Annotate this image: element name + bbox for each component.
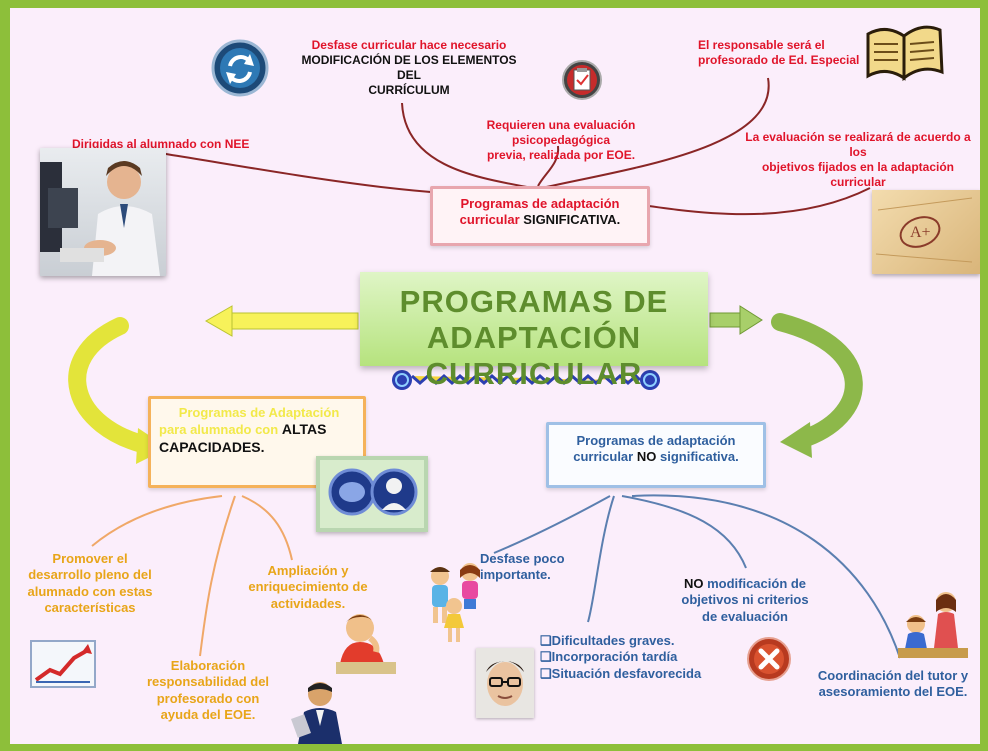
main-title-line1: PROGRAMAS DE ADAPTACIÓN xyxy=(399,284,669,355)
main-title-line2: CURRICULAR xyxy=(425,356,643,391)
right-curve-arrowhead xyxy=(780,422,812,458)
brain-head-icon xyxy=(316,456,428,532)
causes-list: ❏Dificultades graves. ❏Incorporación tar… xyxy=(540,633,701,682)
student-photo xyxy=(40,148,166,276)
right-arrow-shaft xyxy=(709,312,741,328)
open-book-icon xyxy=(866,25,944,82)
connector-promover xyxy=(91,495,223,547)
left-arrow-shaft xyxy=(231,312,359,330)
causes-item-situacion: ❏Situación desfavorecida xyxy=(540,665,702,681)
right-arrow-head xyxy=(739,305,763,335)
main-title-box: PROGRAMAS DE ADAPTACIÓN CURRICULAR xyxy=(360,272,708,391)
rising-chart-icon xyxy=(30,640,96,688)
no-significativa-box: Programas de adaptación curricular NO si… xyxy=(546,422,766,488)
connector-requieren xyxy=(537,145,560,187)
clipboard-icon xyxy=(562,60,602,100)
ampliacion-text: Ampliación y enriquecimiento de activida… xyxy=(248,563,368,611)
concept-map: PROGRAMAS DE ADAPTACIÓN CURRICULAR Progr… xyxy=(10,8,980,744)
connector-ampliacion xyxy=(241,495,293,561)
connector-elaboracion xyxy=(199,495,236,657)
causes-item-dificultades: ❏Dificultades graves. xyxy=(540,633,675,648)
thinking-student-icon xyxy=(336,614,396,674)
connector-no-mod xyxy=(621,495,747,569)
connector-desfase-poco xyxy=(493,495,611,554)
no-significativa-title: Programas de adaptación curricular NO si… xyxy=(573,433,739,465)
promover-text: Promover el desarrollo pleno del alumnad… xyxy=(27,551,153,615)
connector-responsable xyxy=(541,77,770,189)
svg-text:A+: A+ xyxy=(910,224,931,241)
teacher-students-icon xyxy=(898,592,968,658)
young-man-photo xyxy=(476,648,534,718)
connector-dificultades xyxy=(587,495,615,623)
no-modificacion-text: NO modificación de objetivos ni criterio… xyxy=(681,576,809,624)
exam-paper-icon: A+ xyxy=(872,190,980,274)
connector-coordinacion xyxy=(631,494,901,659)
decorative-divider xyxy=(392,370,660,390)
significativa-title: Programas de adaptación curricular SIGNI… xyxy=(459,196,621,228)
significativa-box: Programas de adaptación curricular SIGNI… xyxy=(430,186,650,246)
connector-desfase xyxy=(401,102,533,189)
children-icon xyxy=(430,563,480,642)
coordinacion-text: Coordinación del tutor y asesoramiento d… xyxy=(817,668,969,700)
causes-item-incorporacion: ❏Incorporación tardía xyxy=(540,649,678,665)
left-arrow-head xyxy=(204,305,233,337)
teacher-icon xyxy=(291,682,342,744)
right-curve-arrow xyxy=(771,313,863,449)
refresh-icon xyxy=(211,39,269,97)
connector-lines xyxy=(68,77,901,659)
desfase-text: Desfase curricular hace necesario MODIFI… xyxy=(301,38,517,97)
requieren-text: Requieren una evaluación psicopedagógica… xyxy=(486,118,636,162)
left-curve-arrow xyxy=(68,317,159,455)
elaboracion-text: Elaboración responsabilidad del profesor… xyxy=(146,658,270,722)
evaluacion-text: La evaluación se realizará de acuerdo a … xyxy=(745,130,971,189)
desfase-poco-text: Desfase poco importante. xyxy=(480,551,565,583)
main-title: PROGRAMAS DE ADAPTACIÓN CURRICULAR xyxy=(360,284,708,392)
dirigidas-text: Dirigidas al alumnado con NEE xyxy=(72,137,250,151)
altas-title: Programas de Adaptación para alumnado co… xyxy=(159,405,340,455)
responsable-text: El responsable será el profesorado de Ed… xyxy=(698,38,860,67)
cancel-icon xyxy=(747,637,791,681)
